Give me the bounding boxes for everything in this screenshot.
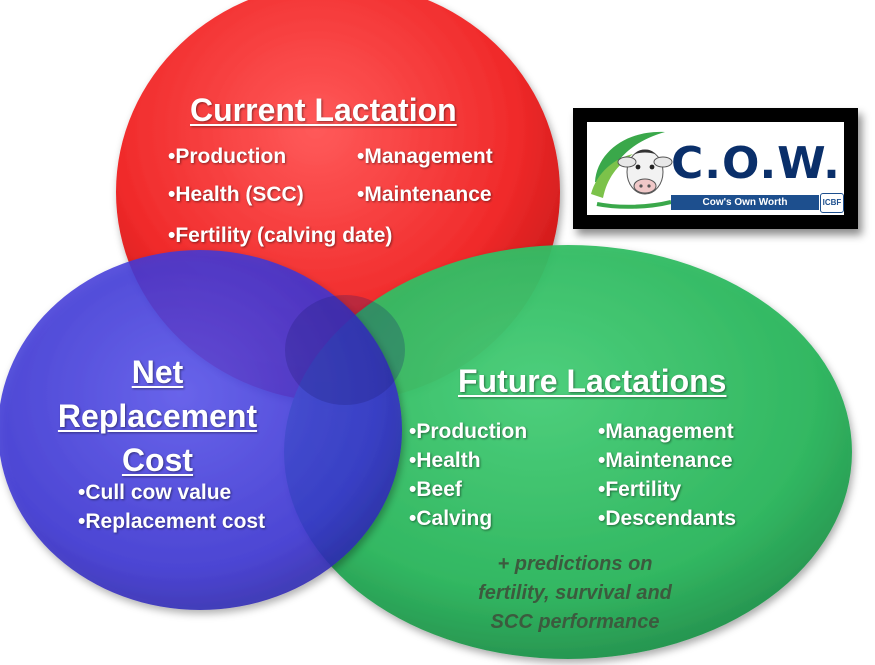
future-bullet-management: •Management [598, 420, 734, 443]
cow-logo: C.O.W. Cow's Own Worth ICBF [573, 108, 858, 229]
current-bullet-fertility: •Fertility (calving date) [168, 224, 393, 247]
current-bullet-maintenance: •Maintenance [357, 183, 492, 206]
future-bullet-descendants: •Descendants [598, 507, 737, 530]
cow-logo-tagline: Cow's Own Worth [671, 195, 819, 210]
nrc-bullet-replacement-cost: •Replacement cost [78, 510, 266, 533]
current-lactation-title: Current Lactation [190, 92, 457, 128]
center-overlap-tint [285, 295, 405, 405]
future-bullet-calving: •Calving [409, 507, 493, 530]
future-bullet-fertility: •Fertility [598, 478, 682, 501]
note-line-1: + predictions on [497, 553, 653, 575]
future-bullet-beef: •Beef [409, 478, 462, 501]
note-line-3: SCC performance [490, 611, 660, 633]
note-line-2: fertility, survival and [478, 582, 672, 604]
nrc-title-line-1: Net [131, 354, 184, 390]
net-replacement-cost-circle [0, 250, 402, 610]
future-predictions-note: + predictions on fertility, survival and… [395, 550, 755, 637]
icbf-badge: ICBF [820, 193, 844, 213]
future-lactations-circle [284, 245, 852, 659]
net-replacement-cost-title: Net Replacement Cost [40, 350, 275, 482]
current-bullet-health: •Health (SCC) [168, 183, 304, 206]
current-bullet-management: •Management [357, 145, 493, 168]
nrc-title-line-3: Cost [121, 442, 194, 478]
future-lactations-title: Future Lactations [458, 363, 727, 399]
future-bullet-maintenance: •Maintenance [598, 449, 733, 472]
cow-logo-wordmark: C.O.W. [671, 138, 841, 189]
nrc-bullet-cull-cow-value: •Cull cow value [78, 481, 232, 504]
future-bullet-production: •Production [409, 420, 528, 443]
future-bullet-health: •Health [409, 449, 481, 472]
cow-logo-panel: C.O.W. Cow's Own Worth ICBF [587, 122, 844, 215]
current-bullet-production: •Production [168, 145, 287, 168]
nrc-title-line-2: Replacement [57, 398, 258, 434]
cow-head-icon [591, 131, 673, 209]
